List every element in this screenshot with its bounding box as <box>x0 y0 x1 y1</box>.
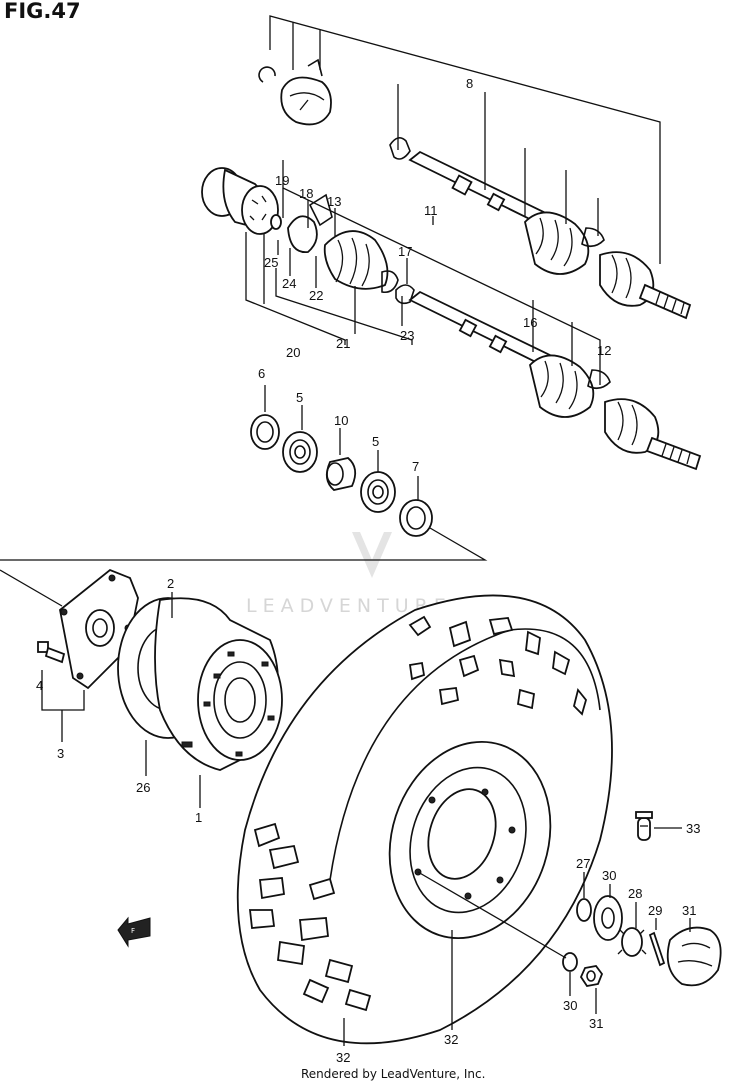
cv-cage <box>287 215 318 253</box>
callout-9: 8 <box>466 76 473 91</box>
callout-17: 20 <box>286 345 300 360</box>
shaft-spline-end <box>638 283 692 320</box>
callout-11: 12 <box>597 343 611 358</box>
callout-8: 10 <box>334 413 348 428</box>
callout-22: 25 <box>264 255 278 270</box>
callout-1: 1 <box>195 810 202 825</box>
brake-drum <box>117 597 283 771</box>
drive-shaft-lower <box>395 284 702 471</box>
callout-12: 13 <box>327 194 341 209</box>
shaft-clip <box>389 137 411 160</box>
bearing-5-upper <box>282 431 318 473</box>
hub-bolt <box>37 641 66 664</box>
hub-center <box>85 609 115 647</box>
callout-21: 24 <box>282 276 296 291</box>
hub-cap-28 <box>666 926 722 987</box>
drum-face <box>197 639 283 761</box>
callout-labels: 8 11 19 18 13 17 25 24 22 23 21 20 16 12… <box>36 76 700 1065</box>
callout-26: 29 <box>648 903 662 918</box>
front-arrow-icon: F <box>117 916 151 948</box>
callout-14: 17 <box>398 244 412 259</box>
cv-housing-face <box>241 185 279 235</box>
callout-29: 32 <box>444 1032 458 1047</box>
callout-30: 30 <box>563 998 577 1013</box>
callout-33: 33 <box>686 821 700 836</box>
washer-27 <box>593 895 623 941</box>
tread-lugs <box>248 615 587 1012</box>
spacer-8 <box>325 457 357 491</box>
snap-ring <box>395 284 415 305</box>
callout-24: 27 <box>576 856 590 871</box>
wheel-center-bore <box>427 788 497 880</box>
oil-seal-7 <box>399 499 433 537</box>
footer-credit: Rendered by LeadVenture, Inc. <box>301 1067 485 1081</box>
shaft-spline-end-lower <box>645 436 702 471</box>
svg-text:F: F <box>131 927 135 935</box>
callout-10: 11 <box>424 203 438 218</box>
tire-wheel <box>236 594 613 1045</box>
castle-nut-25 <box>617 927 647 957</box>
callout-28: 31 <box>682 903 696 918</box>
callout-31: 31 <box>589 1016 603 1031</box>
nut-31 <box>579 965 604 987</box>
callout-6: 6 <box>258 366 265 381</box>
valve-stem <box>635 811 653 841</box>
inner-boot <box>524 211 590 275</box>
cv-inner-race <box>308 193 333 227</box>
drive-shaft-upper <box>389 137 692 320</box>
callout-5-upper: 5 <box>296 390 303 405</box>
boot-clamp <box>381 270 399 294</box>
callout-7: 7 <box>412 459 419 474</box>
clip-ring <box>258 66 276 83</box>
bearing-stack <box>250 414 433 537</box>
cv-joint-parts <box>201 58 399 294</box>
watermark-text: LEADVENTURE <box>246 595 452 617</box>
cotter-pin-26 <box>648 931 666 967</box>
circlip <box>270 214 282 230</box>
callout-19: 22 <box>309 288 323 303</box>
callout-20: 23 <box>400 328 414 343</box>
callout-25: 28 <box>628 886 642 901</box>
leader-lines <box>0 15 691 1046</box>
figure-title: FIG.47 <box>4 0 81 23</box>
callout-2: 2 <box>167 576 174 591</box>
boot-band <box>280 76 332 126</box>
wheel-hub <box>37 568 139 690</box>
callout-32: 32 <box>336 1050 350 1065</box>
callout-16: 19 <box>275 173 289 188</box>
callout-18: 21 <box>336 336 350 351</box>
callout-5-lower: 5 <box>372 434 379 449</box>
inner-boot-lower <box>529 354 595 418</box>
callout-13: 16 <box>523 315 537 330</box>
watermark: LEADVENTURE <box>246 532 452 617</box>
washer-30 <box>562 952 578 972</box>
watermark-logo-icon <box>352 532 392 578</box>
bearing-5-lower <box>360 471 396 513</box>
callout-23: 26 <box>136 780 150 795</box>
callout-15: 18 <box>299 186 313 201</box>
callout-3: 3 <box>57 746 64 761</box>
oil-seal-6 <box>250 414 280 450</box>
washer-24 <box>576 898 592 922</box>
small-parts <box>562 811 722 987</box>
callout-27: 30 <box>602 868 616 883</box>
callout-4: 4 <box>36 678 43 693</box>
